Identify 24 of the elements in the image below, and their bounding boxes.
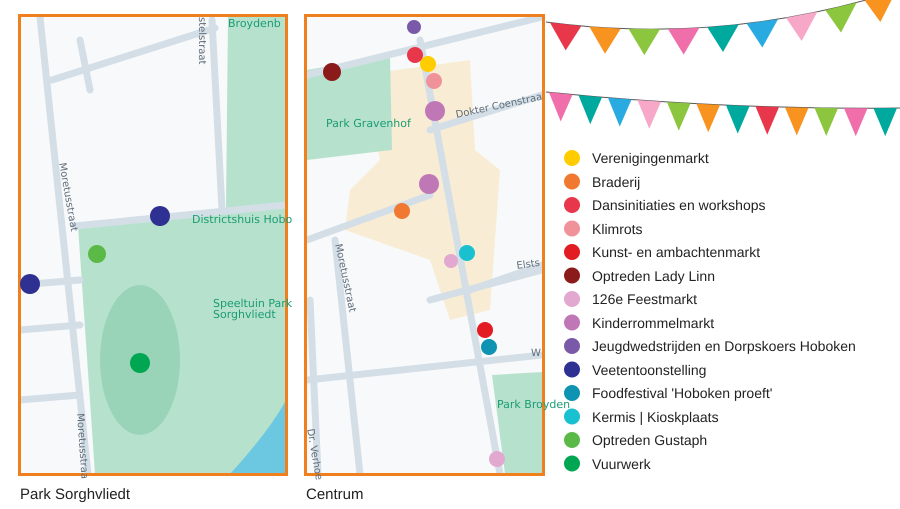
map-caption: Park Sorghvliedt	[20, 486, 130, 503]
street-name: stelstraat	[196, 17, 206, 64]
street-name: W	[531, 349, 541, 359]
legend-label: Jeugdwedstrijden en Dorpskoers Hoboken	[592, 338, 856, 354]
map-caption: Centrum	[306, 486, 364, 503]
legend-label: Klimrots	[592, 220, 643, 236]
street-name: Elsts	[516, 258, 541, 272]
legend-label: Kinderrommelmarkt	[592, 314, 714, 330]
street-name: Moretusstraa	[74, 413, 89, 480]
legend-label: Verenigingenmarkt	[592, 150, 709, 166]
street-name: Dr. Verhoe	[304, 428, 324, 481]
legend-label: Braderij	[592, 174, 640, 190]
legend-label: Optreden Lady Linn	[592, 268, 715, 284]
legend-label: Veetentoonstelling	[592, 362, 706, 378]
legend-label: Optreden Gustaph	[592, 432, 708, 448]
place-name: Park Gravenhof	[326, 118, 411, 129]
place-name: Broydenb	[228, 18, 281, 29]
legend-label: Kermis | Kioskplaats	[592, 408, 719, 424]
legend-label: Foodfestival 'Hoboken proeft'	[592, 385, 772, 401]
legend-label: 126e Feestmarkt	[592, 291, 698, 307]
legend-label: Kunst- en ambachtenmarkt	[592, 244, 760, 260]
legend-label: Vuurwerk	[592, 456, 651, 472]
legend-label: Dansinitiaties en workshops	[592, 197, 766, 213]
street-name: Dokter Coenstraa	[455, 92, 544, 121]
